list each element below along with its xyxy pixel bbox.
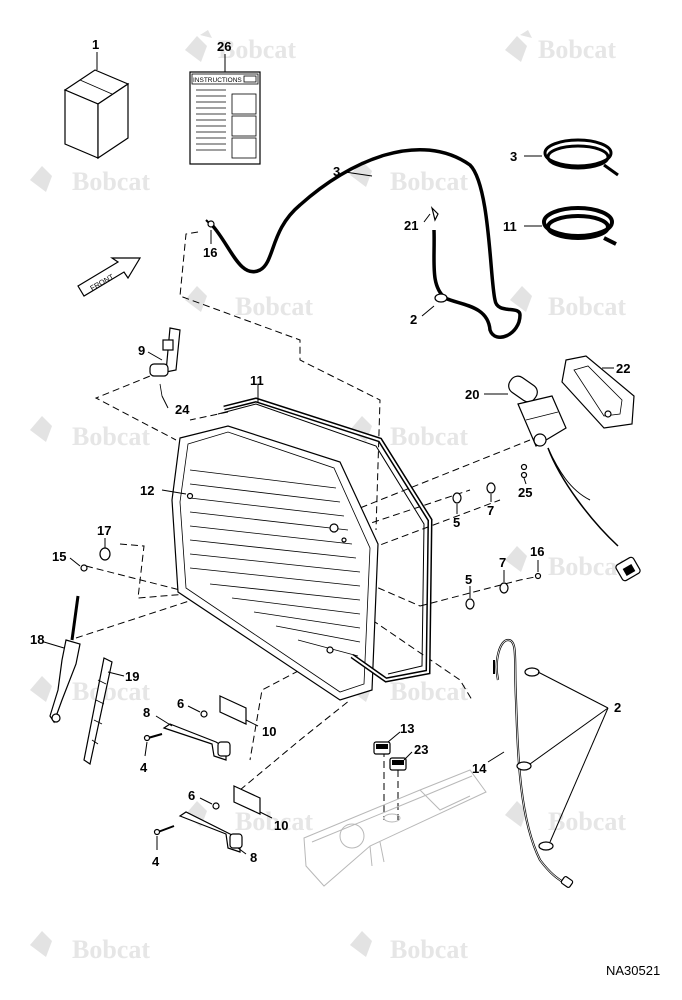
instructions-sheet: INSTRUCTIONS [189, 71, 261, 165]
callout: 3 [333, 164, 340, 179]
callout: 3 [510, 149, 517, 164]
svg-text:Bobcat: Bobcat [538, 35, 616, 64]
watermark: Bobcat [350, 416, 468, 451]
callout: 6 [177, 696, 184, 711]
door-seal [217, 397, 433, 683]
callout: 23 [414, 742, 428, 757]
callout: 6 [188, 788, 195, 803]
callout: 7 [499, 555, 506, 570]
callout: 1 [92, 37, 99, 52]
svg-text:Bobcat: Bobcat [72, 677, 150, 706]
wiper-arm [49, 595, 81, 724]
watermark: Bobcat [30, 931, 150, 964]
callout: 21 [404, 218, 418, 233]
door-glass [171, 425, 379, 701]
hinge-lower [153, 785, 261, 853]
callout: 9 [138, 343, 145, 358]
washer-line [493, 638, 574, 888]
drawing-number: NA30521 [606, 963, 660, 978]
watermark: Bobcat [505, 801, 626, 836]
watermark: Bobcat [30, 676, 150, 706]
watermark: Bobcat [510, 286, 626, 321]
callout: 14 [472, 761, 487, 776]
wiper-blade [83, 657, 113, 765]
svg-text:Bobcat: Bobcat [218, 35, 296, 64]
leader-lines [43, 52, 614, 855]
hardware-washers [80, 463, 542, 610]
callout: 4 [152, 854, 160, 869]
watermark: Bobcat [30, 416, 150, 451]
callout: 22 [616, 361, 630, 376]
callout: 4 [140, 760, 148, 775]
hose-coil [543, 138, 619, 177]
front-arrow: FRONT [77, 257, 142, 297]
callout: 10 [274, 818, 288, 833]
svg-text:Bobcat: Bobcat [390, 167, 468, 196]
instructions-label: INSTRUCTIONS [193, 77, 242, 84]
callout: 8 [250, 850, 257, 865]
callout: 2 [614, 700, 621, 715]
washer-hose [205, 148, 522, 339]
callout: 10 [262, 724, 276, 739]
callout: 20 [465, 387, 479, 402]
cab-panel [303, 769, 487, 887]
callout: 12 [140, 483, 154, 498]
callout: 19 [125, 669, 139, 684]
callout: 5 [453, 515, 460, 530]
svg-text:Bobcat: Bobcat [390, 935, 468, 964]
svg-text:Bobcat: Bobcat [548, 292, 626, 321]
svg-text:Bobcat: Bobcat [72, 167, 150, 196]
hinge-upper [143, 695, 247, 761]
callout: 25 [518, 485, 532, 500]
svg-text:Bobcat: Bobcat [235, 807, 313, 836]
svg-text:Bobcat: Bobcat [235, 292, 313, 321]
callout: 16 [203, 245, 217, 260]
callout: 17 [97, 523, 111, 538]
callout: 11 [503, 219, 517, 234]
callout: 2 [410, 312, 417, 327]
svg-text:Bobcat: Bobcat [548, 552, 626, 581]
switches [373, 741, 407, 771]
watermark: Bobcat [350, 161, 468, 196]
seal-coil [542, 206, 617, 246]
callout: 26 [217, 39, 231, 54]
svg-text:Bobcat: Bobcat [548, 807, 626, 836]
callout: 5 [465, 572, 472, 587]
svg-text:Bobcat: Bobcat [72, 422, 150, 451]
wiper-motor [508, 375, 641, 582]
nozzle-bracket [149, 327, 181, 397]
callout: 24 [175, 402, 190, 417]
watermark: Bobcat [185, 801, 313, 836]
motor-cover [561, 355, 635, 429]
callout: 13 [400, 721, 414, 736]
watermark: Bobcat [505, 30, 616, 64]
callout: 16 [530, 544, 544, 559]
callout: 8 [143, 705, 150, 720]
callout: 7 [487, 503, 494, 518]
watermark: Bobcat [185, 30, 296, 64]
svg-text:Bobcat: Bobcat [390, 677, 468, 706]
watermark: Bobcat [185, 286, 313, 321]
svg-text:Bobcat: Bobcat [390, 422, 468, 451]
svg-text:Bobcat: Bobcat [72, 935, 150, 964]
watermark: Bobcat [350, 931, 468, 964]
callout-labels: 1 26 3 3 11 21 16 2 9 24 11 22 20 12 25 … [30, 37, 630, 869]
watermark: Bobcat [505, 546, 626, 581]
watermark: Bobcat [30, 166, 150, 196]
callout: 15 [52, 549, 66, 564]
callout: 18 [30, 632, 44, 647]
callout: 11 [250, 373, 264, 388]
kit-box [63, 69, 130, 160]
